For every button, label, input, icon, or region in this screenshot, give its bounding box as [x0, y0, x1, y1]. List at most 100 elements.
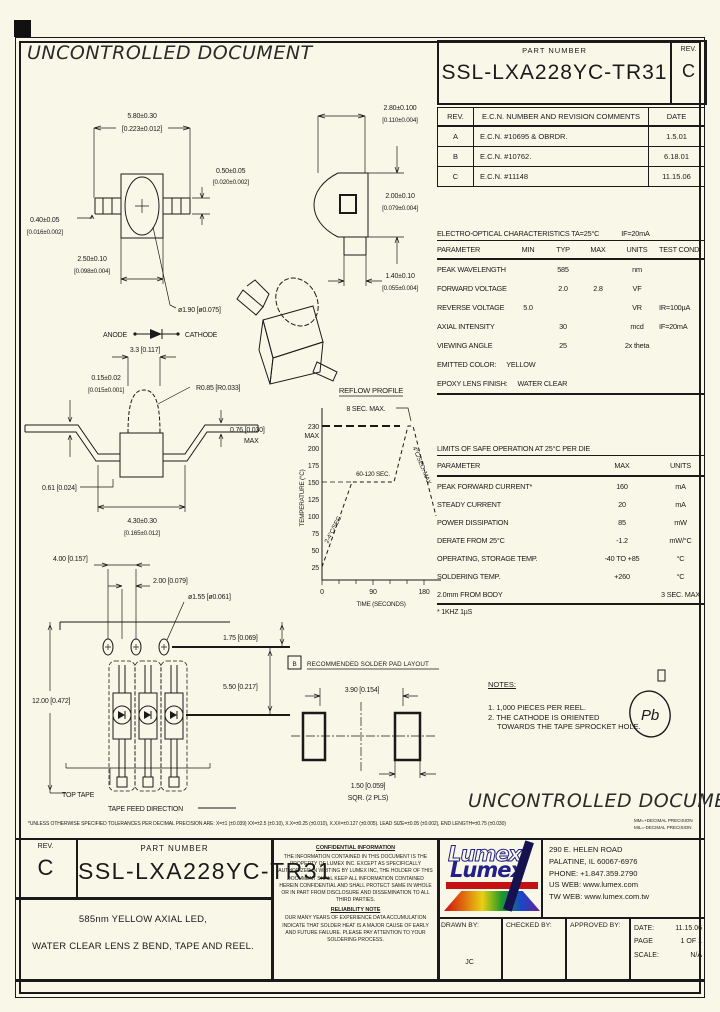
- eo-emitted-color-row: EMITTED COLOR: YELLOW: [437, 355, 704, 374]
- polarity-legend: ANODE CATHODE: [103, 329, 218, 339]
- footer-rev-value: C: [37, 855, 54, 880]
- taped-led-unit: [160, 660, 188, 792]
- svg-text:[0.165±0.012]: [0.165±0.012]: [124, 530, 160, 537]
- approved-by-cell: APPROVED BY:: [567, 919, 629, 979]
- confidential-text: THE INFORMATION CONTAINED IN THIS DOCUME…: [278, 853, 433, 904]
- reflow-ytick-labels: 230 MAX 200 175 150 125 100 75 50 25: [304, 424, 319, 572]
- eo-header-row: PARAMETER MIN TYP MAX UNITS TEST COND: [437, 241, 704, 260]
- ecn-header-row: REV. E.C.N. NUMBER AND REVISION COMMENTS…: [438, 108, 704, 125]
- eo-color-value: YELLOW: [506, 360, 536, 369]
- part-number-box: PART NUMBER SSL-LXA228YC-TR31 REV. C: [437, 40, 707, 105]
- ecn-row: B E.C.N. #10762. 6.18.01: [438, 146, 704, 166]
- dim-lead-width: 0.40±0.05 [0.016±0.002]: [27, 214, 95, 236]
- ecn-comment: E.C.N. #10762.: [480, 152, 532, 161]
- eo-drive-condition: IF=20mA: [621, 229, 650, 238]
- ecn-date: 6.18.01: [648, 147, 704, 166]
- svg-text:[0.110±0.004]: [0.110±0.004]: [382, 117, 418, 124]
- perspective-view-drawing: [236, 277, 338, 385]
- dim-dome-radius: R0.85 [R0.033]: [157, 385, 241, 405]
- reflow-curve: [321, 425, 437, 568]
- note-2: 2. THE CATHODE IS ORIENTED: [488, 712, 600, 722]
- drawn-by-label: DRAWN BY:: [441, 922, 479, 929]
- approved-by-label: APPROVED BY:: [570, 922, 621, 929]
- reflow-xtick-labels: 0 90 180: [320, 589, 430, 596]
- page-label: PAGE: [634, 938, 653, 946]
- peak-note-leader: [396, 407, 412, 422]
- eo-color-label: EMITTED COLOR:: [437, 360, 497, 369]
- note-2-cont: TOWARDS THE TAPE SPROCKET HOLE.: [497, 722, 641, 732]
- svg-text:230: 230: [308, 424, 319, 431]
- svg-text:[0.079±0.004]: [0.079±0.004]: [382, 205, 418, 212]
- ecn-date: 1.5.01: [648, 127, 704, 146]
- watermark-bottom: UNCONTROLLED DOCUMENT: [468, 790, 720, 812]
- dim-pad-gap: 3.90 [0.154]: [305, 687, 418, 706]
- top-view-drawing: 5.80±0.30 [0.223±0.012] 0.50±0.05 [0.020…: [27, 113, 250, 339]
- svg-text:5.50 [0.217]: 5.50 [0.217]: [223, 684, 258, 691]
- svg-text:4.30±0.30: 4.30±0.30: [127, 518, 157, 525]
- reflow-axes: [321, 408, 441, 585]
- reflow-title: REFLOW PROFILE: [339, 386, 403, 397]
- address-line: 290 E. HELEN ROAD: [549, 845, 623, 854]
- dim-body-width: 2.50±0.10 [0.098±0.004]: [74, 238, 164, 284]
- dim-overall-width: 5.80±0.30 [0.223±0.012]: [93, 113, 191, 198]
- logo-word-outline: Lumex: [447, 842, 522, 866]
- date-value: 11.15.06: [675, 925, 702, 932]
- svg-text:3.3 [0.117]: 3.3 [0.117]: [130, 347, 161, 354]
- drawn-by-value: JC: [465, 959, 474, 966]
- eo-title: ELECTRO-OPTICAL CHARACTERISTICS TA=25°C: [437, 229, 600, 238]
- limits-title: LIMITS OF SAFE OPERATION AT 25°C PER DIE: [437, 444, 591, 453]
- sprocket-holes: [102, 638, 170, 656]
- limits-row: SOLDERING TEMP.+260°C: [437, 571, 685, 581]
- ecn-rev: A: [438, 127, 474, 146]
- svg-text:REFLOW PROFILE: REFLOW PROFILE: [339, 386, 403, 395]
- svg-text:1.50 [0.059]: 1.50 [0.059]: [351, 783, 386, 790]
- limits-table: LIMITS OF SAFE OPERATION AT 25°C PER DIE…: [437, 437, 704, 616]
- footer-part-cell: PART NUMBER SSL-LXA228YC-TR31: [78, 840, 331, 897]
- description-line-1: 585nm YELLOW AXIAL LED,: [78, 914, 208, 925]
- svg-text:125: 125: [308, 497, 319, 504]
- tolerance-mil: MIL=-DECIMAL PRECISION: [634, 824, 692, 830]
- svg-text:50: 50: [312, 548, 320, 555]
- svg-text:180: 180: [418, 589, 429, 596]
- electro-optical-table: ELECTRO-OPTICAL CHARACTERISTICS TA=25°C …: [437, 222, 704, 395]
- address-line: PALATINE, IL 60067-6976: [549, 856, 638, 866]
- watermark-top: UNCONTROLLED DOCUMENT: [27, 42, 313, 64]
- eo-col-header: MIN: [521, 245, 535, 254]
- top-tape-callout: TOP TAPE: [62, 763, 211, 799]
- pb-symbol: Pb: [641, 707, 659, 724]
- svg-text:[0.098±0.004]: [0.098±0.004]: [74, 268, 110, 275]
- svg-text:0.61 [0.024]: 0.61 [0.024]: [42, 485, 77, 492]
- eo-col-header: TEST COND: [659, 245, 700, 254]
- note-1: 1. 1,000 PIECES PER REEL.: [488, 703, 586, 713]
- tolerance-mm: MM=+DECIMAL PRECISION: [634, 818, 693, 823]
- svg-text:MAX: MAX: [304, 433, 319, 440]
- eo-lens-finish-row: EPOXY LENS FINISH: WATER CLEAR: [437, 374, 704, 395]
- svg-text:[0.016±0.002]: [0.016±0.002]: [27, 229, 63, 236]
- svg-text:RECOMMENDED SOLDER PAD LAYOUT: RECOMMENDED SOLDER PAD LAYOUT: [307, 661, 429, 668]
- svg-text:ø1.90 [ø0.075]: ø1.90 [ø0.075]: [178, 307, 221, 314]
- taped-led-unit: [134, 660, 162, 792]
- svg-text:2.00±0.10: 2.00±0.10: [385, 193, 415, 200]
- small-box-mark: [657, 669, 666, 682]
- dim-tab-width: 1.40±0.10 [0.055±0.004]: [328, 255, 419, 292]
- tolerance-units: MM=+DECIMAL PRECISION MIL=-DECIMAL PRECI…: [634, 818, 704, 832]
- svg-text:4.00 [0.157]: 4.00 [0.157]: [53, 556, 88, 563]
- corner-mark: [14, 20, 31, 37]
- ecn-table: REV. E.C.N. NUMBER AND REVISION COMMENTS…: [437, 107, 705, 187]
- dim-standoff: 0.76 [0.030] MAX: [218, 410, 265, 447]
- checked-by-label: CHECKED BY:: [506, 922, 552, 929]
- logo-red-bar: [446, 882, 538, 889]
- logo-word: Lumex: [450, 858, 524, 882]
- led-3d-sketch: [236, 277, 338, 385]
- svg-text:150: 150: [308, 480, 319, 487]
- eo-col-header: PARAMETER: [437, 245, 481, 254]
- description-line-2: WATER CLEAR LENS Z BEND, TAPE AND REEL.: [32, 941, 254, 952]
- led-zbend-body: [24, 389, 259, 478]
- part-number-label: PART NUMBER: [522, 46, 587, 55]
- notes-title: NOTES:: [488, 680, 516, 689]
- ecn-comment: E.C.N. #10695 & OBRDR.: [480, 132, 568, 141]
- ecn-header-date: DATE: [648, 108, 704, 125]
